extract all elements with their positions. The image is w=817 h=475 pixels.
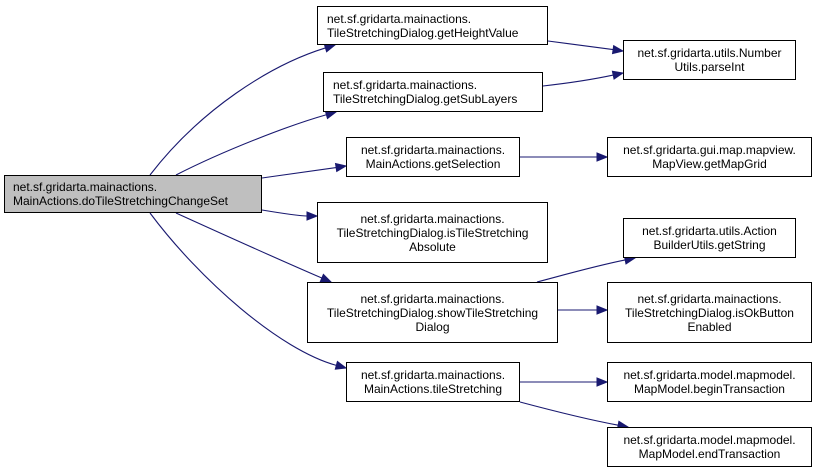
node-getHeightValue[interactable]: net.sf.gridarta.mainactions.TileStretchi… bbox=[317, 6, 548, 45]
node-label-line: net.sf.gridarta.mainactions. bbox=[637, 291, 782, 306]
edge-root-to-getSelection bbox=[261, 166, 337, 179]
node-getMapGrid[interactable]: net.sf.gridarta.gui.map.mapview.MapView.… bbox=[607, 137, 812, 177]
edge-root-to-getHeightValue bbox=[149, 47, 326, 176]
node-label-line: net.sf.gridarta.mainactions. bbox=[360, 291, 505, 306]
arrowhead-icon bbox=[611, 70, 625, 80]
node-label-line: net.sf.gridarta.model.mapmodel. bbox=[623, 368, 796, 382]
node-label-line: TileStretchingDialog.getSubLayers bbox=[333, 92, 518, 106]
edge-root-to-showTileStretchingDialog bbox=[175, 212, 323, 279]
arrowhead-icon bbox=[596, 377, 609, 387]
node-label-line: TileStretchingDialog.isTileStretching bbox=[336, 225, 529, 240]
node-isOkButtonEnabled[interactable]: net.sf.gridarta.mainactions.TileStretchi… bbox=[607, 282, 812, 343]
node-showTileStretchingDialog[interactable]: net.sf.gridarta.mainactions.TileStretchi… bbox=[307, 282, 558, 343]
node-endTransaction[interactable]: net.sf.gridarta.model.mapmodel.MapModel.… bbox=[607, 427, 812, 467]
node-tileStretching[interactable]: net.sf.gridarta.mainactions.MainActions.… bbox=[346, 362, 520, 402]
arrowhead-icon bbox=[596, 305, 609, 315]
node-label-line: MainActions.getSelection bbox=[365, 157, 501, 171]
node-label-line: net.sf.gridarta.mainactions. bbox=[333, 78, 478, 92]
node-label-line: net.sf.gridarta.utils.Action bbox=[642, 224, 777, 238]
edge-root-to-tileStretching bbox=[149, 212, 337, 366]
edge-getSubLayers-to-parseInt bbox=[542, 74, 614, 87]
arrowhead-icon bbox=[323, 43, 337, 53]
node-label-line: MainActions.doTileStretchingChangeSet bbox=[13, 194, 229, 208]
edge-getHeightValue-to-parseInt bbox=[547, 40, 614, 51]
node-label-line: net.sf.gridarta.mainactions. bbox=[360, 368, 506, 382]
arrowhead-icon bbox=[306, 211, 319, 221]
node-label-line: MainActions.tileStretching bbox=[363, 382, 503, 396]
arrowhead-icon bbox=[319, 273, 333, 283]
arrowhead-icon bbox=[324, 110, 338, 120]
edge-tileStretching-to-endTransaction bbox=[519, 401, 619, 426]
node-label-line: Utils.parseInt bbox=[674, 60, 745, 74]
node-label-line: MapModel.endTransaction bbox=[638, 447, 781, 461]
arrowhead-icon bbox=[334, 162, 348, 173]
node-label-line: net.sf.gridarta.utils.Number bbox=[637, 46, 782, 60]
node-label-line: TileStretchingDialog.showTileStretching bbox=[326, 305, 539, 320]
node-label-line: MapView.getMapGrid bbox=[652, 157, 767, 171]
node-label-line: Dialog bbox=[415, 319, 450, 334]
node-label-line: TileStretchingDialog.isOkButton bbox=[625, 305, 794, 320]
node-label-line: net.sf.gridarta.gui.map.mapview. bbox=[623, 143, 796, 157]
node-label-line: net.sf.gridarta.mainactions. bbox=[13, 180, 158, 194]
node-isTileStretchingAbsolute[interactable]: net.sf.gridarta.mainactions.TileStretchi… bbox=[317, 202, 548, 263]
arrowhead-icon bbox=[596, 152, 609, 162]
arrowhead-icon bbox=[334, 360, 348, 370]
node-getSelection[interactable]: net.sf.gridarta.mainactions.MainActions.… bbox=[346, 137, 520, 177]
node-label-line: net.sf.gridarta.mainactions. bbox=[360, 211, 505, 226]
node-label-line: TileStretchingDialog.getHeightValue bbox=[327, 25, 519, 40]
node-label-line: net.sf.gridarta.model.mapmodel. bbox=[623, 433, 796, 447]
node-getSubLayers[interactable]: net.sf.gridarta.mainactions.TileStretchi… bbox=[323, 72, 543, 112]
edge-showTileStretchingDialog-to-getString bbox=[536, 259, 626, 283]
node-label-line: net.sf.gridarta.mainactions. bbox=[327, 11, 472, 26]
edge-root-to-getSubLayers bbox=[175, 114, 327, 176]
node-label-line: Absolute bbox=[409, 239, 456, 254]
edge-root-to-isTileStretchingAbsolute bbox=[261, 209, 308, 217]
node-label-line: net.sf.gridarta.mainactions. bbox=[360, 143, 506, 157]
node-beginTransaction[interactable]: net.sf.gridarta.model.mapmodel.MapModel.… bbox=[607, 362, 812, 402]
arrowhead-icon bbox=[611, 44, 625, 55]
node-label-line: BuilderUtils.getString bbox=[653, 238, 766, 252]
node-label-line: MapModel.beginTransaction bbox=[634, 382, 785, 396]
root-node[interactable]: net.sf.gridarta.mainactions.MainActions.… bbox=[4, 175, 262, 213]
node-label-line: Enabled bbox=[687, 319, 732, 334]
